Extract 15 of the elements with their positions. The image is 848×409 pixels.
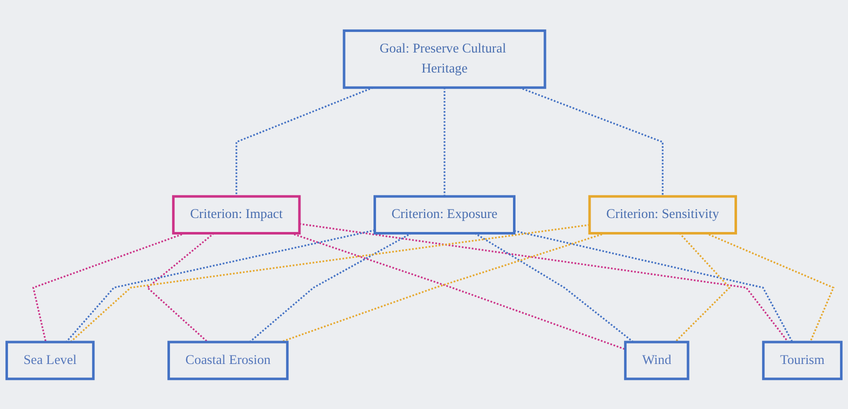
connector: [706, 232, 835, 342]
node-box: Criterion: Sensitivity: [588, 194, 738, 234]
connector: [146, 232, 214, 342]
connector: [474, 232, 634, 342]
node-box: Criterion: Impact: [172, 194, 301, 234]
connector: [674, 232, 731, 342]
node-box: Sea Level: [5, 340, 95, 380]
node-box: Criterion: Exposure: [374, 194, 516, 234]
node-box: Coastal Erosion: [167, 340, 289, 380]
connector: [514, 230, 794, 342]
node-box: Tourism: [762, 340, 843, 380]
connector: [444, 87, 446, 196]
connector: [66, 229, 375, 342]
node-box: Wind: [624, 340, 690, 380]
node-box: Goal: Preserve Cultural Heritage: [342, 29, 546, 89]
